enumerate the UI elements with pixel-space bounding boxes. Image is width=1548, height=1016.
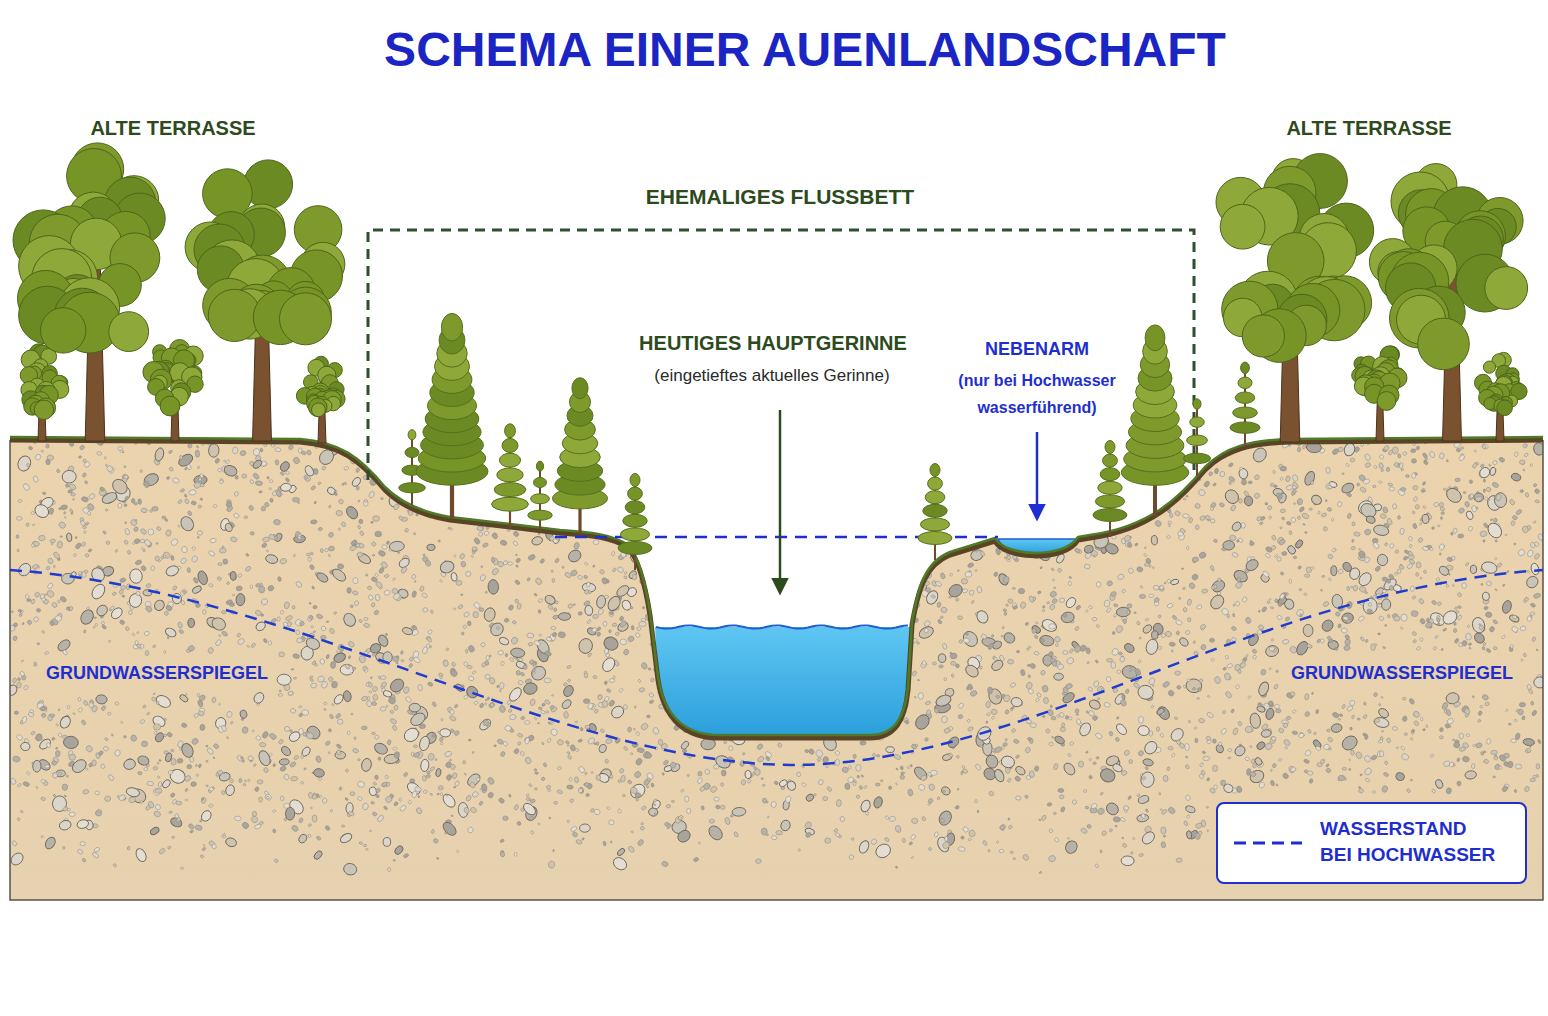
stage: SCHEMA EINER AUENLANDSCHAFTALTE TERRASSE… xyxy=(0,0,1548,1016)
